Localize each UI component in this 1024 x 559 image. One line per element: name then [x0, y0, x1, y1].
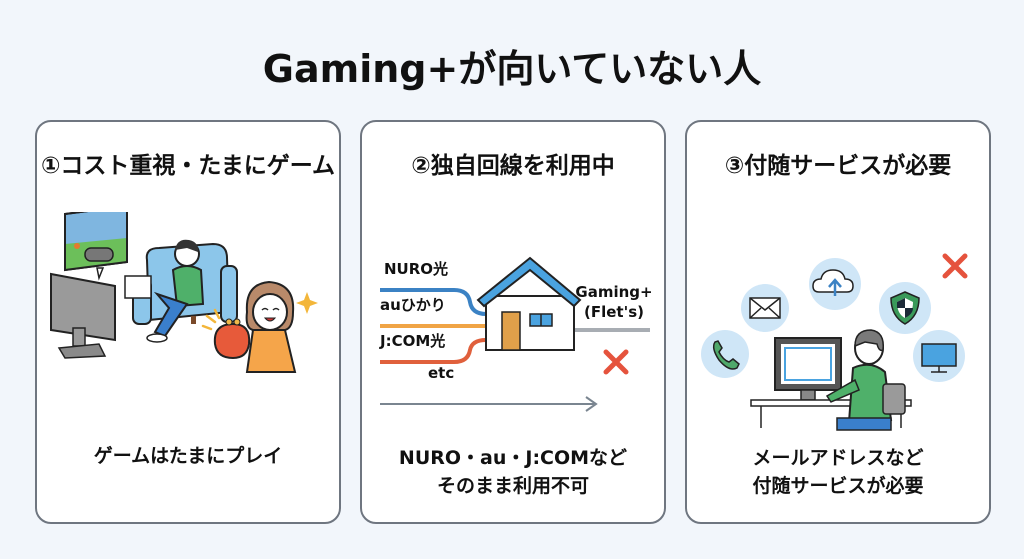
card-heading: ①コスト重視・たまにゲーム [40, 153, 336, 179]
mail-icon [741, 284, 789, 332]
monitor-icon [913, 330, 965, 382]
services-illustration [687, 212, 989, 432]
sparkle-icon [201, 292, 318, 331]
coin-purse-icon [213, 318, 251, 360]
game-controller-icon [84, 247, 114, 262]
gaming-couple-illustration [37, 212, 339, 432]
arrow-right-icon [380, 396, 598, 412]
network-lines-illustration: NURO光 auひかり J:COM光 etc Gaming+ (Flet's) [362, 212, 664, 432]
monitor-back-icon [50, 272, 116, 359]
card-heading: ③付随サービスが必要 [724, 153, 952, 179]
label-nuro: NURO光 [384, 260, 449, 278]
person-at-computer-icon [825, 329, 906, 431]
phone-icon [701, 330, 749, 378]
label-etc: etc [428, 364, 455, 382]
jcom-line [380, 338, 487, 364]
card-caption: NURO・au・J:COMなど そのまま利用不可 [398, 447, 628, 497]
label-au: auひかり [380, 296, 446, 314]
man-playing-icon [124, 239, 205, 343]
desktop-computer-icon [750, 337, 912, 428]
card-own-line: ②独自回線を利用中 NUR [360, 120, 666, 524]
card-cost-focused: ①コスト重視・たまにゲーム [35, 120, 341, 524]
card-services-needed: ③付随サービスが必要 [685, 120, 991, 524]
label-jcom: J:COM光 [380, 332, 446, 350]
cloud-upload-icon [809, 258, 861, 310]
nuro-line [380, 288, 487, 316]
cross-icon [942, 253, 968, 279]
card-caption: ゲームはたまにプレイ [93, 445, 283, 467]
shield-icon [879, 282, 931, 334]
label-gaming-plus: Gaming+ (Flet's) [575, 283, 653, 321]
card-caption: メールアドレスなど 付随サービスが必要 [752, 447, 924, 497]
cross-icon [603, 349, 629, 375]
page-title: Gaming+が向いていない人 [262, 47, 762, 91]
house-icon [476, 256, 582, 351]
card-heading: ②独自回線を利用中 [411, 153, 615, 179]
woman-with-purse-icon [245, 280, 297, 373]
